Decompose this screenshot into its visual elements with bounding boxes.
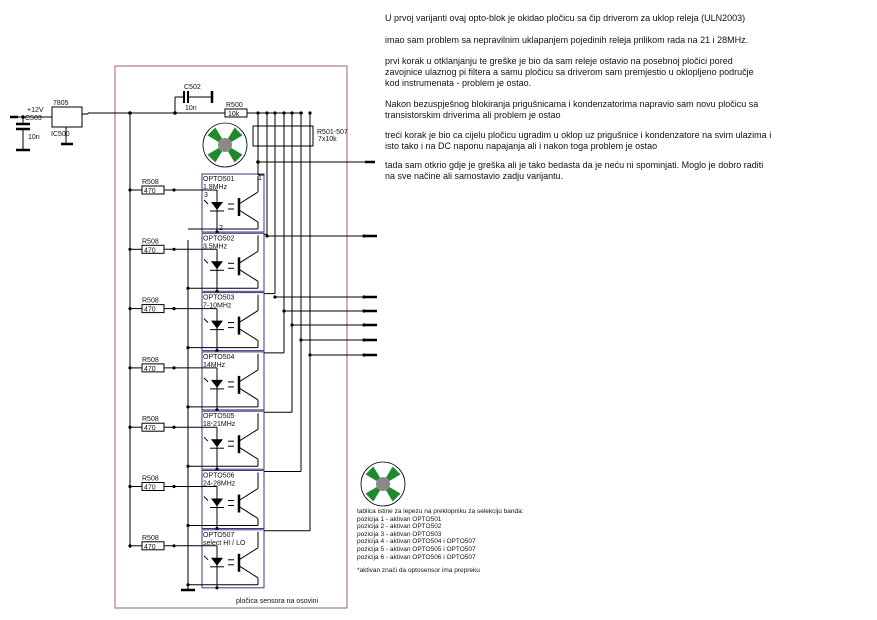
pin-label: 2 — [219, 225, 223, 232]
note-4: Nakon bezuspješnog blokiranja prigušnica… — [385, 99, 759, 120]
encoder-disk-icon — [202, 122, 248, 168]
resistor-label: R508 — [142, 238, 159, 245]
resistor-value: 470 — [144, 247, 156, 254]
opto-housing — [201, 529, 265, 589]
opto-name: OPTO505 — [203, 413, 234, 420]
r500-resistor — [224, 108, 248, 118]
led-icon — [211, 261, 223, 270]
truth-table: tablica istine za lepezu na preklopniku … — [357, 508, 524, 575]
encoder-disk-legend-icon — [360, 461, 406, 507]
ic500-label: IC500 — [51, 131, 70, 138]
opto-name: OPTO501 — [203, 176, 234, 183]
opto-band: 14MHz — [203, 362, 226, 369]
resistor-value: 470 — [144, 366, 156, 373]
resistor-value: 470 — [144, 307, 156, 314]
led-icon — [211, 320, 223, 329]
truth-row: pozicija 2 - aktivan OPTO502 — [357, 523, 442, 531]
opto-housing — [201, 351, 265, 411]
resistor-label: R508 — [142, 416, 159, 423]
led-icon — [211, 202, 223, 210]
resistor-network — [252, 125, 314, 147]
opto-name: OPTO502 — [203, 235, 234, 242]
resistor-label: R508 — [142, 476, 159, 483]
note-2: imao sam problem sa nepravilnim uklapanj… — [385, 35, 749, 45]
note-3: prvi korak u otklanjanju te greške je bi… — [385, 56, 754, 88]
truth-footnote: *aktivan znači da optosensor ima preprek… — [357, 567, 480, 575]
note-5: treći korak je bio ca cijelu pločicu ugr… — [385, 130, 772, 151]
note-1: U prvoj varijanti ovaj opto-blok je okid… — [385, 13, 746, 23]
rnet-label: R501-507 — [317, 129, 348, 136]
truth-table-title: tablica istine za lepezu na preklopniku … — [357, 508, 524, 515]
r500-label: R500 — [226, 102, 243, 109]
led-icon — [211, 557, 223, 566]
opto-housing — [201, 232, 265, 292]
resistor-value: 470 — [144, 188, 156, 195]
light-ray-icon — [203, 199, 209, 205]
note-6: tada sam otkrio gdje je greška ali je ta… — [385, 160, 764, 181]
opto-name: OPTO506 — [203, 473, 234, 480]
resistor-label: R508 — [142, 298, 159, 305]
truth-row: pozicija 3 - aktivan OPTO503 — [357, 530, 442, 538]
led-icon — [211, 379, 223, 388]
pin-label: 1 — [258, 175, 262, 182]
light-ray-icon — [203, 258, 209, 264]
opto-band: 7-10MHz — [203, 303, 232, 310]
opto-band: 24-28MHz — [203, 481, 236, 488]
resistor-label: R508 — [142, 357, 159, 364]
rnet-value: 7x10k — [318, 136, 337, 143]
opto-band: select HI / LO — [203, 540, 246, 547]
truth-row: pozicija 1 - aktivan OPTO501 — [357, 515, 442, 523]
c503-label: C503 — [25, 115, 42, 122]
c503-value: 10n — [28, 134, 40, 141]
light-ray-icon — [203, 377, 209, 383]
truth-row: pozicija 4 - aktivan OPTO504 i OPTO507 — [357, 538, 476, 546]
board-label: pločica sensora na osovini — [236, 598, 319, 605]
opto-name: OPTO504 — [203, 354, 234, 361]
opto-housing — [201, 470, 265, 529]
light-ray-icon — [203, 496, 209, 501]
supply-voltage-label: +12V — [27, 107, 44, 114]
regulator-7805 — [51, 106, 83, 128]
c502-label: C502 — [184, 84, 201, 91]
resistor-value: 470 — [144, 485, 156, 492]
c502-value: 10n — [185, 105, 197, 112]
opto-housing — [201, 410, 265, 470]
board-outline — [114, 65, 348, 609]
resistor-label: R508 — [142, 179, 159, 186]
opto-name: OPTO507 — [203, 532, 234, 539]
regulator-label: 7805 — [53, 100, 69, 107]
resistor-label: R508 — [142, 535, 159, 542]
r500-value: 10k — [228, 111, 240, 118]
resistor-value: 470 — [144, 544, 156, 551]
resistor-value: 470 — [144, 425, 156, 432]
opto-band: 18-21MHz — [203, 421, 236, 428]
led-icon — [211, 498, 223, 507]
light-ray-icon — [203, 436, 209, 442]
opto-housing — [201, 292, 265, 352]
led-icon — [211, 439, 223, 448]
opto-housing — [201, 173, 265, 233]
pin-label: 3 — [204, 192, 208, 199]
opto-band: 1.8MHz — [203, 184, 228, 191]
truth-row: pozicija 5 - aktivan OPTO505 i OPTO507 — [357, 545, 476, 553]
opto-band: 3.5MHz — [203, 243, 228, 250]
light-ray-icon — [203, 555, 209, 561]
truth-row: pozicija 6 - aktivan OPTO506 i OPTO507 — [357, 553, 476, 561]
opto-name: OPTO503 — [203, 295, 234, 302]
light-ray-icon — [203, 318, 209, 323]
